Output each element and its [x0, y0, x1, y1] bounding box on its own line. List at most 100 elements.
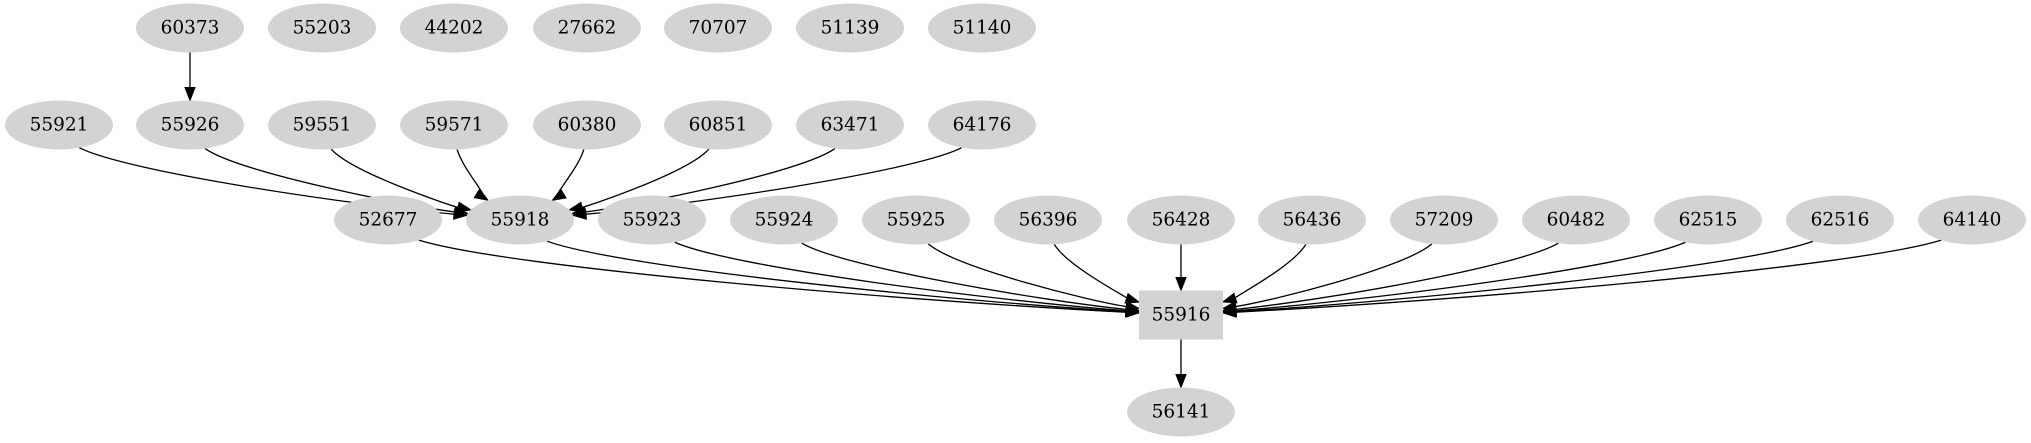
node-59571[interactable]: 59571	[400, 100, 508, 150]
node-ellipse[interactable]	[533, 100, 641, 150]
edge-line	[1235, 241, 1686, 312]
node-51140[interactable]: 51140	[928, 3, 1036, 53]
node-52677[interactable]: 52677	[334, 195, 442, 245]
edge-60380-to-55918	[551, 149, 585, 202]
node-60380[interactable]: 60380	[533, 100, 641, 150]
node-label: 51139	[821, 18, 880, 39]
edge-line	[927, 243, 1127, 308]
node-label: 55921	[30, 115, 89, 136]
node-ellipse[interactable]	[136, 3, 244, 53]
node-label: 55918	[491, 210, 550, 231]
node-label: 60482	[1547, 210, 1606, 231]
node-ellipse[interactable]	[5, 100, 113, 150]
node-ellipse[interactable]	[1654, 195, 1762, 245]
node-70707[interactable]: 70707	[664, 3, 772, 53]
node-ellipse[interactable]	[533, 3, 641, 53]
node-label: 64176	[953, 115, 1012, 136]
edge-59571-to-55918	[456, 149, 490, 201]
node-label: 55203	[293, 18, 352, 39]
node-62516[interactable]: 62516	[1786, 195, 1894, 245]
node-60851[interactable]: 60851	[664, 100, 772, 150]
edge-55918-to-55916	[546, 240, 1141, 318]
arrowhead-icon	[1124, 300, 1141, 313]
arrowhead-icon	[456, 201, 473, 213]
node-64140[interactable]: 64140	[1918, 195, 2026, 245]
node-ellipse[interactable]	[730, 195, 838, 245]
node-label: 57209	[1415, 210, 1474, 231]
edge-56396-to-55916	[1053, 244, 1141, 304]
node-ellipse[interactable]	[796, 3, 904, 53]
node-ellipse[interactable]	[994, 195, 1102, 245]
node-56141[interactable]: 56141	[1127, 387, 1235, 437]
node-56396[interactable]: 56396	[994, 195, 1102, 245]
node-27662[interactable]: 27662	[533, 3, 641, 53]
arrowhead-icon	[473, 188, 490, 201]
node-ellipse[interactable]	[1522, 195, 1630, 245]
node-ellipse[interactable]	[400, 100, 508, 150]
edge-62515-to-55916	[1221, 241, 1686, 317]
node-55918[interactable]: 55918	[466, 195, 574, 245]
node-55203[interactable]: 55203	[268, 3, 376, 53]
node-label: 56141	[1152, 402, 1211, 423]
node-56428[interactable]: 56428	[1127, 195, 1235, 245]
node-55916[interactable]: 55916	[1139, 290, 1223, 340]
node-ellipse[interactable]	[928, 100, 1036, 150]
arrowhead-icon	[1221, 292, 1238, 304]
edge-line	[418, 239, 1127, 313]
node-ellipse[interactable]	[334, 195, 442, 245]
node-ellipse[interactable]	[1127, 387, 1235, 437]
edge-line	[1235, 239, 1942, 313]
node-55924[interactable]: 55924	[730, 195, 838, 245]
edge-line	[1235, 242, 1559, 310]
node-51139[interactable]: 51139	[796, 3, 904, 53]
node-ellipse[interactable]	[598, 195, 706, 245]
node-63471[interactable]: 63471	[796, 100, 904, 150]
edge-56436-to-55916	[1221, 244, 1307, 304]
arrowhead-icon	[1175, 374, 1187, 389]
node-ellipse[interactable]	[1127, 195, 1235, 245]
node-label: 62516	[1811, 210, 1870, 231]
arrowhead-icon	[551, 188, 567, 202]
edge-line	[581, 148, 710, 208]
node-label: 55923	[623, 210, 682, 231]
node-55923[interactable]: 55923	[598, 195, 706, 245]
node-ellipse[interactable]	[1786, 195, 1894, 245]
node-59551[interactable]: 59551	[268, 100, 376, 150]
node-label: 52677	[359, 210, 418, 231]
node-60373[interactable]: 60373	[136, 3, 244, 53]
edge-line	[330, 148, 459, 208]
node-ellipse[interactable]	[400, 3, 508, 53]
node-55925[interactable]: 55925	[862, 195, 970, 245]
edge-line	[1053, 244, 1128, 299]
node-ellipse[interactable]	[1258, 195, 1366, 245]
node-ellipse[interactable]	[1918, 195, 2026, 245]
node-label: 55926	[161, 115, 220, 136]
node-ellipse[interactable]	[796, 100, 904, 150]
edge-55923-to-55916	[674, 241, 1141, 317]
node-ellipse[interactable]	[268, 3, 376, 53]
node-ellipse[interactable]	[1390, 195, 1498, 245]
node-62515[interactable]: 62515	[1654, 195, 1762, 245]
node-box[interactable]	[1139, 290, 1223, 340]
node-ellipse[interactable]	[928, 3, 1036, 53]
node-55926[interactable]: 55926	[136, 100, 244, 150]
edge-line	[674, 241, 1127, 312]
node-label: 60380	[558, 115, 617, 136]
edge-line	[546, 240, 1127, 313]
node-ellipse[interactable]	[862, 195, 970, 245]
node-ellipse[interactable]	[268, 100, 376, 150]
node-44202[interactable]: 44202	[400, 3, 508, 53]
arrowhead-icon	[184, 87, 196, 102]
node-60482[interactable]: 60482	[1522, 195, 1630, 245]
node-label: 60851	[689, 115, 748, 136]
arrowhead-icon	[1221, 306, 1237, 318]
node-ellipse[interactable]	[664, 3, 772, 53]
edge-line	[1235, 240, 1814, 313]
node-ellipse[interactable]	[466, 195, 574, 245]
node-56436[interactable]: 56436	[1258, 195, 1366, 245]
node-ellipse[interactable]	[664, 100, 772, 150]
node-57209[interactable]: 57209	[1390, 195, 1498, 245]
node-64176[interactable]: 64176	[928, 100, 1036, 150]
node-55921[interactable]: 55921	[5, 100, 113, 150]
node-ellipse[interactable]	[136, 100, 244, 150]
